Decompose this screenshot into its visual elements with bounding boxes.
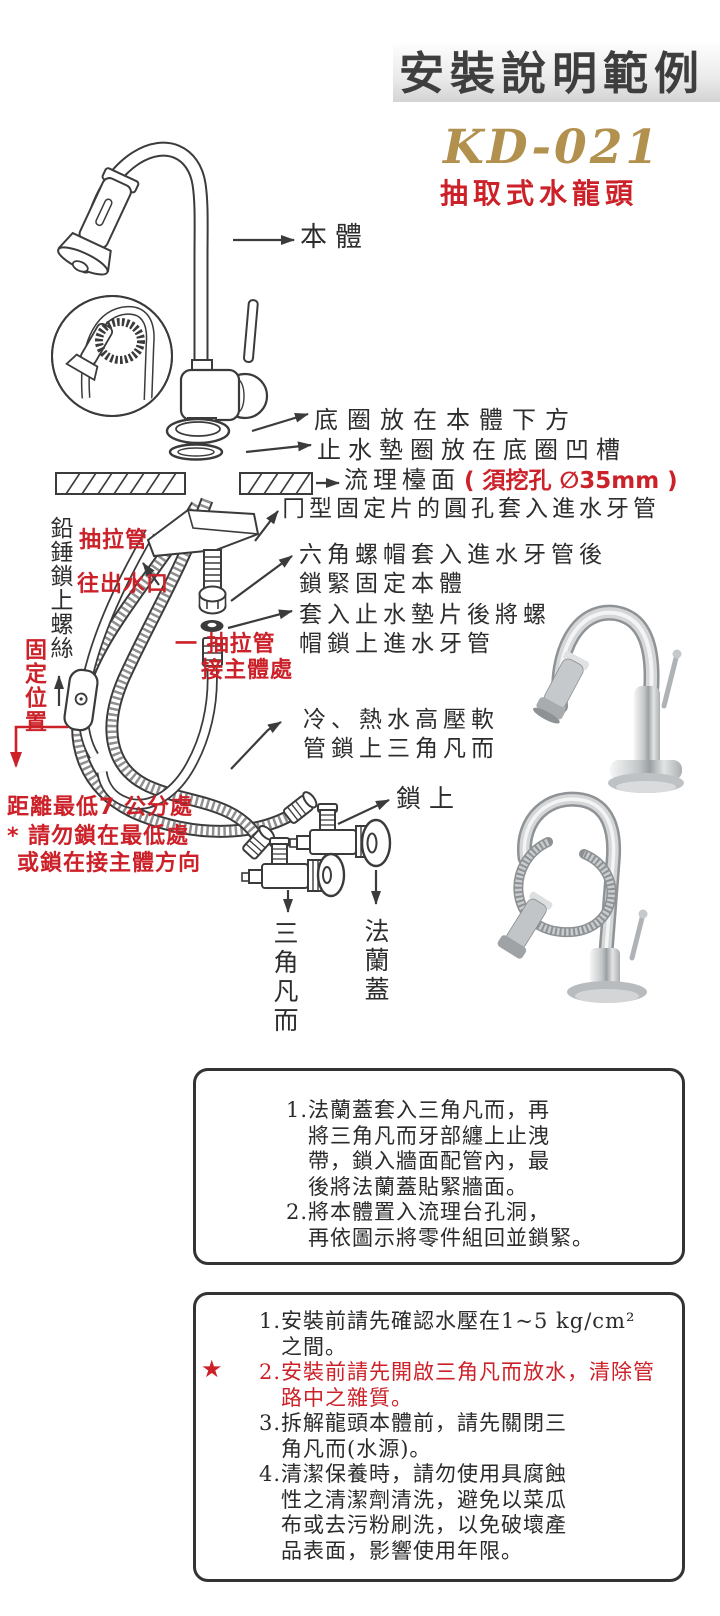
label-washer-line2: 帽鎖上進水牙管 — [299, 631, 495, 657]
page-title: 安裝說明範例 — [399, 46, 706, 100]
label-countertop: 流理檯面( 須挖孔 ∅35mm ) — [344, 468, 678, 493]
label-hex-nut-line2: 鎖緊固定本體 — [299, 571, 467, 597]
instruction-line: 1.安裝前請先確認水壓在1~5 kg/cm² — [259, 1309, 636, 1333]
hex-nut — [198, 585, 227, 615]
flange-cover — [360, 818, 392, 868]
base-ring — [165, 417, 231, 445]
label-washer: 套入止水墊片後將螺 帽鎖上進水牙管 — [299, 601, 551, 659]
label-seal-ring: 止水墊圈放在底圈凹槽 — [317, 436, 627, 464]
label-fixed-position: 固定位置 — [21, 638, 46, 734]
label-countertop-note: ( 須挖孔 ∅35mm ) — [464, 468, 678, 494]
instruction-line: 之間。 — [281, 1334, 347, 1359]
instruction-box-precautions: ★ 1.安裝前請先確認水壓在1~5 kg/cm² 之間。 2.安裝前請先開啟三角… — [193, 1292, 685, 1582]
instruction-line: 布或去污粉刷洗，以免破壞產 — [281, 1513, 567, 1537]
label-body: 本體 — [300, 222, 370, 253]
product-photo-pulled-out — [497, 791, 648, 1003]
instruction-line: 路中之雜質。 — [281, 1385, 413, 1410]
instruction-line: 後將法蘭蓋貼緊牆面。 — [308, 1174, 528, 1199]
instruction-line: 帶，鎖入牆面配管內，最 — [308, 1149, 550, 1173]
page-title-band: 安裝說明範例 — [393, 44, 720, 102]
label-pull-hose: 抽拉管 — [79, 528, 149, 553]
installation-diagram — [10, 141, 684, 1003]
instruction-line: 性之清潔劑清洗，避免以菜瓜 — [281, 1487, 567, 1512]
label-hex-nut-line1: 六角螺帽套入進水牙管後 — [299, 542, 607, 568]
seal-o-ring — [168, 443, 224, 461]
label-flange-cover: 法蘭蓋 — [361, 918, 390, 1005]
label-hose: 冷、熱水高壓軟 管鎖上三角凡而 — [303, 706, 499, 764]
note-distance-line3: 或鎖在接主體方向 — [17, 851, 202, 876]
label-washer-line1: 套入止水墊片後將螺 — [299, 602, 551, 628]
instruction-box-assembly: 1.法蘭蓋套入三角凡而，再 將三角凡而牙部纏上止洩 帶，鎖入牆面配管內，最 後將… — [193, 1068, 685, 1265]
instruction-line: 2.安裝前請先開啟三角凡而放水，清除管 — [259, 1360, 656, 1384]
label-lock-on: 鎖上 — [396, 784, 463, 813]
threaded-stud — [203, 549, 222, 591]
callout-arrows — [54, 235, 390, 913]
flange-cover — [316, 852, 346, 898]
label-to-outlet: 往出水口 — [77, 572, 170, 597]
weight-clamp — [63, 668, 99, 732]
instruction-line: 將三角凡而牙部纏上止洩 — [308, 1123, 550, 1148]
faucet-line-drawing — [51, 141, 392, 898]
instruction-line: 再依圖示將零件組回並鎖緊。 — [308, 1225, 594, 1250]
instruction-line: 2.將本體置入流理台孔洞， — [286, 1200, 551, 1224]
supply-hoses — [71, 497, 300, 842]
label-hex-nut: 六角螺帽套入進水牙管後 鎖緊固定本體 — [299, 541, 607, 599]
spray-head-inset — [51, 295, 173, 417]
model-code: KD-021 — [443, 120, 662, 175]
distance-arrow — [10, 725, 68, 768]
note-distance-line2: * 請勿鎖在最低處 — [7, 824, 190, 849]
label-angle-valve: 三角凡而 — [270, 920, 299, 1036]
label-countertop-text: 流理檯面 — [344, 466, 460, 494]
instruction-line: 3.拆解龍頭本體前，請先關閉三 — [259, 1411, 568, 1435]
seal-washer — [200, 620, 224, 632]
label-plumb-screw: 鉛錘鎖上螺絲 — [46, 516, 72, 660]
label-hose-to-body-line1: 一 抽拉管 — [175, 632, 276, 657]
label-hose-line2: 管鎖上三角凡而 — [303, 736, 499, 762]
instruction-line: 品表面，影響使用年限。 — [281, 1538, 523, 1563]
instruction-line: 4.清潔保養時，請勿使用具腐蝕 — [259, 1462, 568, 1486]
countertop-section — [55, 472, 313, 495]
hose-end-connector — [283, 791, 318, 824]
instruction-line: 1.法蘭蓋套入三角凡而，再 — [286, 1098, 551, 1122]
label-bracket: 冂型固定片的圓孔套入進水牙管 — [282, 496, 660, 522]
note-distance-line1: 距離最低7 公分處 — [7, 795, 193, 820]
instruction-line: 角凡而(水源)。 — [281, 1436, 432, 1461]
product-type: 抽取式水龍頭 — [440, 177, 639, 210]
spray-head — [57, 167, 140, 276]
product-photo-installed — [533, 604, 684, 793]
label-base-ring: 底圈放在本體下方 — [314, 406, 578, 434]
faucet-body — [179, 359, 241, 428]
fixing-bracket — [146, 508, 260, 558]
star-icon: ★ — [201, 1355, 223, 1383]
label-hose-line1: 冷、熱水高壓軟 — [303, 707, 499, 733]
hose-body-connector — [202, 637, 223, 667]
label-hose-to-body-line2: 接主體處 — [201, 658, 294, 683]
